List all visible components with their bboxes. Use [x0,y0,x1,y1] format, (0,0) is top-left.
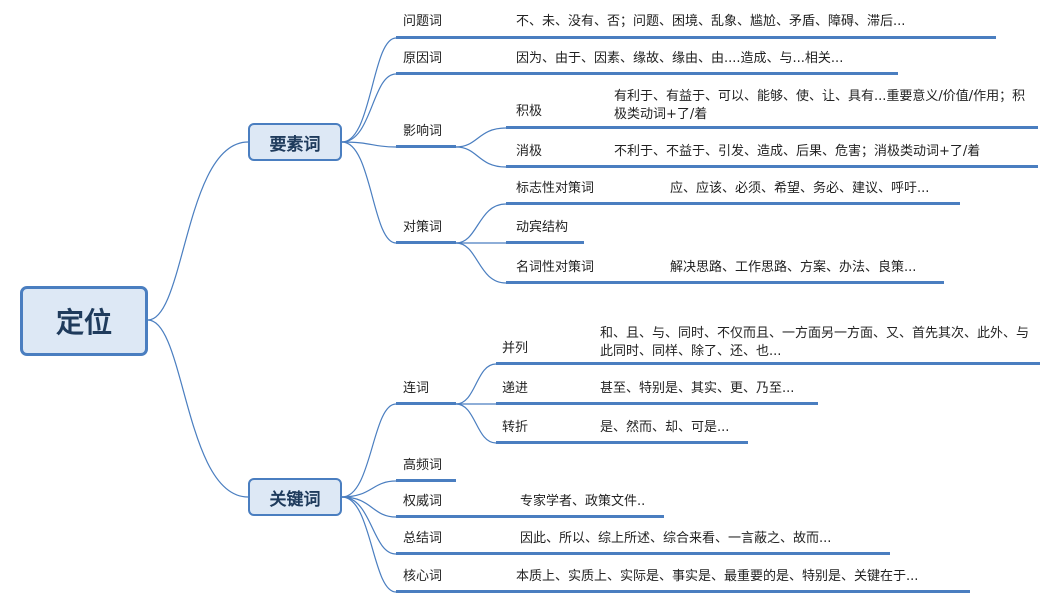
positive-node[interactable]: 积极 [516,104,543,119]
marker-countermeasure-text: 应、应该、必须、希望、务必、建议、呼吁... [670,181,930,196]
parallel-node[interactable]: 并列 [502,341,529,356]
authority-text-underline [456,515,664,518]
root-node[interactable]: 定位 [20,286,148,356]
positive-text-underline [606,126,1038,129]
impact-words-underline [396,145,456,148]
authority-text: 专家学者、政策文件.. [520,494,646,509]
summary-node[interactable]: 总结词 [403,531,443,546]
conjunction-node[interactable]: 连词 [403,381,430,396]
noun-countermeasure-node[interactable]: 名词性对策词 [516,260,595,275]
parallel-underline [496,362,592,365]
progressive-text: 甚至、特别是、其实、更、乃至... [600,381,795,396]
adversative-text: 是、然而、却、可是... [600,420,730,435]
authority-underline [396,515,456,518]
adversative-node[interactable]: 转折 [502,420,529,435]
high-frequency-node[interactable]: 高频词 [403,458,443,473]
core-node[interactable]: 核心词 [403,569,443,584]
negative-text: 不利于、不益于、引发、造成、后果、危害；消极类动词+了/着 [614,144,981,159]
element-words-node[interactable]: 要素词 [248,123,342,161]
countermeasure-words-underline [396,241,456,244]
negative-text-underline [606,165,1038,168]
problem-words-underline [396,36,456,39]
high-frequency-underline [396,479,456,482]
noun-countermeasure-text: 解决思路、工作思路、方案、办法、良策... [670,260,917,275]
core-underline [396,590,456,593]
marker-countermeasure-underline [506,202,662,205]
positive-underline [506,126,606,129]
summary-underline [396,552,456,555]
positive-text: 有利于、有益于、可以、能够、使、让、具有...重要意义/价值/作用；积极类动词+… [614,89,1026,122]
noun-countermeasure-text-underline [662,281,944,284]
cause-words-text-underline [456,72,898,75]
impact-words-node[interactable]: 影响词 [403,124,443,139]
summary-text: 因此、所以、综上所述、综合来看、一言蔽之、故而... [520,531,832,546]
negative-underline [506,165,606,168]
problem-words-text: 不、未、没有、否；问题、困境、乱象、尴尬、矛盾、障碍、滞后... [516,14,906,29]
authority-node[interactable]: 权威词 [403,494,443,509]
noun-countermeasure-underline [506,281,662,284]
problem-words-node[interactable]: 问题词 [403,14,443,29]
marker-countermeasure-text-underline [662,202,960,205]
core-text-underline [456,590,970,593]
core-text: 本质上、实质上、实际是、事实是、最重要的是、特别是、关键在于... [516,569,919,584]
summary-text-underline [456,552,890,555]
marker-countermeasure-node[interactable]: 标志性对策词 [516,181,595,196]
progressive-underline [496,402,592,405]
conjunction-underline [396,402,456,405]
parallel-text-underline [592,362,1040,365]
parallel-text: 和、且、与、同时、不仅而且、一方面另一方面、又、首先其次、此外、与此同时、同样、… [600,326,1030,359]
countermeasure-words-node[interactable]: 对策词 [403,220,443,235]
negative-node[interactable]: 消极 [516,144,543,159]
adversative-underline [496,441,592,444]
problem-words-text-underline [456,36,996,39]
cause-words-node[interactable]: 原因词 [403,51,443,66]
cause-words-text: 因为、由于、因素、缘故、缘由、由....造成、与...相关... [516,51,844,66]
progressive-node[interactable]: 递进 [502,381,529,396]
adversative-text-underline [592,441,748,444]
verb-object-node[interactable]: 动宾结构 [516,220,569,235]
verb-object-underline [506,241,584,244]
keywords-node[interactable]: 关键词 [248,478,342,516]
cause-words-underline [396,72,456,75]
progressive-text-underline [592,402,818,405]
